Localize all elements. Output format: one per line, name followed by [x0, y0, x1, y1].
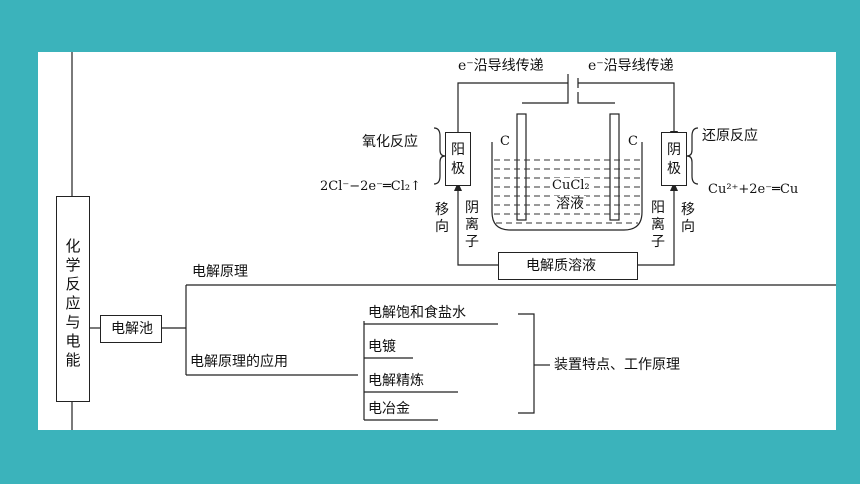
application-item: 电解精炼: [368, 373, 424, 389]
left-ions-label: 阴离子: [465, 200, 479, 250]
root-node-label: 化学反应与电能: [65, 237, 81, 369]
application-item: 电冶金: [368, 401, 410, 417]
anode-label: 阳极: [451, 142, 465, 177]
cathode-label: 阴极: [667, 142, 681, 177]
right-move-label: 移向: [681, 202, 695, 235]
electron-flow-label-right: e⁻沿导线传递: [588, 58, 674, 74]
anode-equation: 2Cl⁻−2e⁻═Cl₂↑: [320, 179, 421, 194]
right-process-label: 还原反应: [702, 128, 758, 144]
main-node: 电解池: [100, 315, 162, 343]
applications-summary: 装置特点、工作原理: [554, 357, 680, 373]
branch-principle: 电解原理: [192, 264, 248, 280]
connector-lines: [71, 52, 836, 430]
electrolyte-label: 电解质溶液: [526, 258, 596, 274]
root-node: 化学反应与电能: [56, 196, 90, 402]
application-item: 电镀: [368, 339, 396, 355]
solution-word: 溶液: [554, 196, 586, 212]
left-move-label: 移向: [435, 202, 449, 235]
right-electrode-letter: C: [628, 134, 638, 149]
cathode-equation: Cu²⁺+2e⁻═Cu: [708, 182, 799, 197]
solution-formula: CuCl₂: [550, 178, 592, 194]
left-electrode-letter: C: [500, 134, 510, 149]
diagram-canvas: 化学反应与电能 电解池 电解原理 电解原理的应用 电解饱和食盐水 电镀 电解精炼…: [38, 52, 836, 430]
anode-box: 阳极: [445, 132, 471, 186]
cathode-box: 阴极: [661, 132, 687, 186]
electron-flow-label-left: e⁻沿导线传递: [458, 58, 544, 74]
right-ions-label: 阳离子: [651, 200, 665, 250]
electrolyte-box: 电解质溶液: [498, 252, 638, 280]
left-process-label: 氧化反应: [362, 134, 418, 150]
application-item: 电解饱和食盐水: [368, 305, 466, 321]
main-node-label: 电解池: [111, 321, 153, 337]
branch-application: 电解原理的应用: [190, 354, 288, 370]
